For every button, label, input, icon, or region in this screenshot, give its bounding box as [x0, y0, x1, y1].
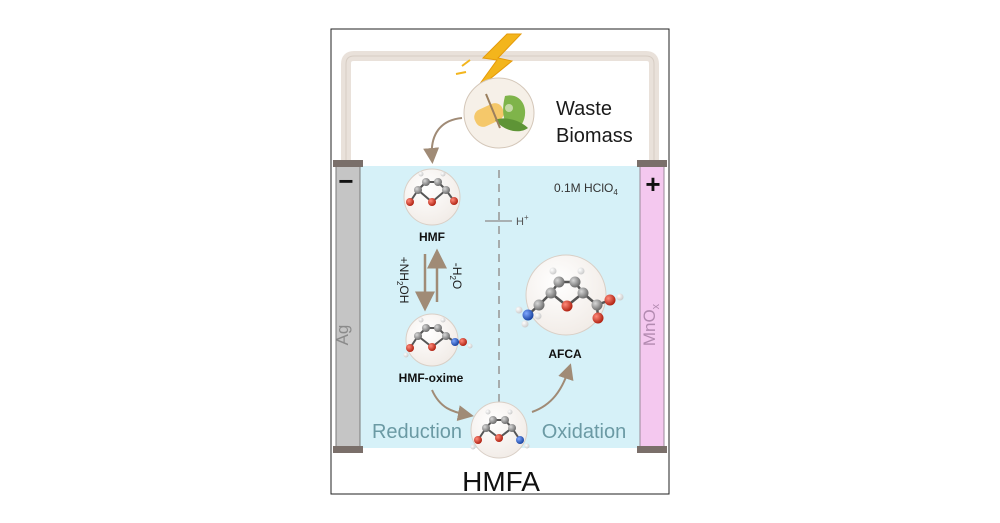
hmf-label: HMF	[419, 230, 445, 244]
afca-molecule	[515, 254, 624, 336]
step-forward-label: +NH2OH	[395, 257, 411, 304]
hmf-molecule	[403, 168, 461, 226]
cathode-sign: −	[338, 166, 353, 196]
oxidation-label: Oxidation	[542, 421, 627, 443]
svg-text:H+: H+	[516, 213, 529, 228]
biomass-icon	[463, 77, 535, 149]
anode-material-label: MnOx	[640, 303, 662, 346]
arrow-biomass-to-hmf	[423, 117, 463, 164]
proton-transfer: H+	[485, 213, 529, 228]
anode-sign: +	[645, 169, 660, 199]
arrow-oxime-to-hmfa	[431, 389, 474, 422]
hmf-oxime-molecule	[403, 313, 473, 367]
cathode-material-label: Ag	[333, 325, 352, 346]
cathode-electrode	[335, 165, 361, 449]
electrolyte-label: 0.1M HClO4	[554, 181, 618, 197]
hmf-oxime-label: HMF-oxime	[399, 371, 464, 385]
step-reverse-label: -H2O	[448, 263, 464, 289]
hmfa-molecule	[470, 401, 530, 459]
hmfa-label: HMFA	[462, 466, 540, 497]
biomass-label-line1: Waste	[556, 98, 612, 120]
lightning-bolt-icon	[455, 33, 523, 93]
afca-label: AFCA	[548, 347, 582, 361]
arrow-hmfa-to-afca	[531, 363, 574, 413]
biomass-label-line2: Biomass	[556, 125, 633, 147]
equilibrium-arrows	[415, 248, 447, 312]
reduction-label: Reduction	[372, 421, 462, 443]
